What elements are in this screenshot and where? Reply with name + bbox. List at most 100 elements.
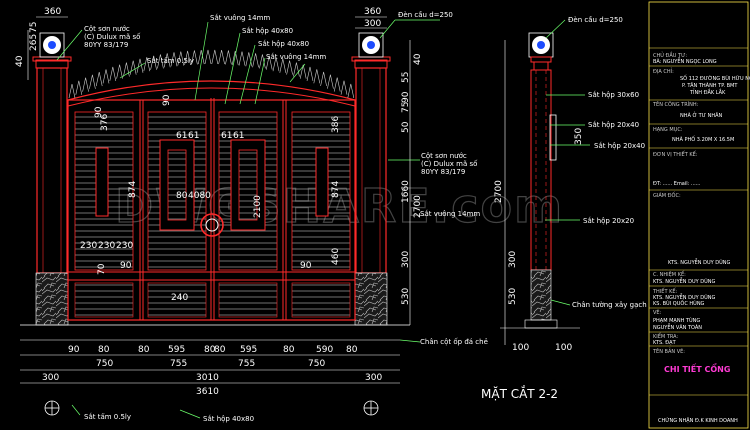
- svg-text:3610: 3610: [196, 387, 219, 397]
- svg-text:80: 80: [138, 345, 150, 355]
- svg-text:1660: 1660: [401, 180, 411, 203]
- svg-text:61: 61: [233, 131, 244, 141]
- svg-text:360: 360: [44, 7, 61, 17]
- spike: [313, 69, 321, 84]
- spike: [170, 52, 178, 67]
- callout-section-chan-tuong: Chân tường xây gạch thẻ: [572, 301, 660, 309]
- callout-sat-vuong-b: Sắt vuông 14mm: [266, 52, 326, 61]
- svg-text:75: 75: [29, 22, 39, 33]
- svg-text:90: 90: [401, 91, 411, 103]
- svg-text:KS. BÙI QUỐC HÙNG: KS. BÙI QUỐC HÙNG: [653, 299, 705, 307]
- svg-text:595: 595: [168, 345, 185, 355]
- callout-den-cau: Đèn cầu d=250: [398, 11, 453, 19]
- svg-text:300: 300: [401, 251, 411, 268]
- spike: [211, 49, 219, 64]
- svg-text:230: 230: [80, 241, 97, 251]
- spike: [136, 58, 144, 73]
- svg-text:KTS. NGUYỄN DUY DŨNG: KTS. NGUYỄN DUY DŨNG: [668, 258, 731, 266]
- callout-sat-hop-b: Sắt hộp 40x80: [258, 39, 309, 48]
- svg-text:PHẠM MẠNH TÙNG: PHẠM MẠNH TÙNG: [653, 317, 700, 324]
- svg-text:KTS. NGUYỄN DUY DŨNG: KTS. NGUYỄN DUY DŨNG: [653, 277, 716, 285]
- svg-text:4080: 4080: [188, 191, 211, 201]
- svg-text:80: 80: [204, 345, 216, 355]
- svg-text:HẠNG MỤC:: HẠNG MỤC:: [653, 127, 683, 133]
- spike: [82, 77, 89, 92]
- spike: [157, 54, 164, 69]
- svg-text:ĐT: ...... Email: ......: ĐT: ...... Email: ......: [653, 181, 701, 187]
- svg-text:61: 61: [221, 131, 232, 141]
- svg-text:NGUYỄN VĂN TOÀN: NGUYỄN VĂN TOÀN: [653, 323, 702, 331]
- callouts: Đèn cầu d=250 Cột sơn nước (C) Dulux mã …: [84, 11, 660, 423]
- svg-text:90: 90: [94, 106, 104, 118]
- svg-text:755: 755: [238, 359, 255, 369]
- svg-text:3010: 3010: [196, 373, 219, 383]
- svg-text:KTS. NGUYỄN DUY DŨNG: KTS. NGUYỄN DUY DŨNG: [653, 293, 716, 301]
- svg-text:386: 386: [331, 116, 341, 133]
- gate-body: [20, 49, 410, 326]
- svg-text:ĐỊA CHỈ:: ĐỊA CHỈ:: [653, 67, 674, 75]
- spike: [116, 64, 123, 79]
- spike: [95, 71, 103, 87]
- svg-text:BÀ: NGUYỄN NGỌC LONG: BÀ: NGUYỄN NGỌC LONG: [653, 57, 717, 65]
- callout-cot-son-nuoc-right: Cột sơn nước (C) Dulux mã số 80YY 83/179: [421, 152, 480, 176]
- spike: [333, 77, 341, 92]
- dimension-lines: [20, 16, 506, 384]
- svg-text:TÊN CÔNG TRÌNH:: TÊN CÔNG TRÌNH:: [652, 100, 699, 108]
- axis-bubbles: [44, 400, 379, 416]
- svg-text:80: 80: [176, 191, 188, 201]
- spike: [272, 57, 280, 72]
- svg-text:P. TÂN THÀNH TP. BMT: P. TÂN THÀNH TP. BMT: [682, 82, 738, 89]
- svg-text:2100: 2100: [253, 195, 263, 218]
- spike: [299, 64, 307, 79]
- svg-text:NHÀ PHỐ 3.20M X 16.5M: NHÀ PHỐ 3.20M X 16.5M: [672, 135, 734, 143]
- svg-text:874: 874: [331, 181, 341, 198]
- spike: [327, 74, 334, 89]
- svg-text:80: 80: [98, 345, 110, 355]
- spike: [340, 80, 348, 95]
- section-2-2: [500, 32, 580, 329]
- spike: [225, 50, 232, 65]
- svg-text:230: 230: [116, 241, 133, 251]
- callout-sat-hop-bottom: Sắt hộp 40x80: [203, 414, 254, 423]
- svg-text:300: 300: [42, 373, 59, 383]
- svg-text:100: 100: [512, 343, 529, 353]
- sheet-name: CHI TIẾT CỔNG: [664, 362, 730, 374]
- callout-sat-hop-a: Sắt hộp 40x80: [242, 26, 293, 35]
- callout-sat-tam-top: Sắt tấm 0.5ly: [147, 56, 194, 65]
- svg-text:300: 300: [365, 373, 382, 383]
- spike: [177, 51, 185, 66]
- svg-text:2700: 2700: [413, 195, 423, 218]
- svg-text:C. NHIỆM KẾ:: C. NHIỆM KẾ:: [653, 270, 686, 278]
- svg-text:75: 75: [401, 102, 411, 113]
- section-lamp-icon: [528, 32, 554, 58]
- svg-text:90: 90: [300, 261, 312, 271]
- svg-text:750: 750: [96, 359, 113, 369]
- svg-text:755: 755: [170, 359, 187, 369]
- callout-cot-son-nuoc: Cột sơn nước (C) Dulux mã số 80YY 83/179: [84, 25, 143, 49]
- dimension-texts: 360 360 300 40 265 75 90 61 61 61 61 376…: [15, 7, 584, 397]
- svg-text:80: 80: [214, 345, 226, 355]
- spike: [259, 54, 266, 69]
- svg-text:CHỨNG NHẬN Đ.K KINH DOANH: CHỨNG NHẬN Đ.K KINH DOANH: [658, 417, 738, 424]
- callout-section-sat-hop-30x60: Sắt hộp 30x60: [588, 90, 639, 99]
- spike: [191, 50, 198, 65]
- svg-text:240: 240: [171, 293, 188, 303]
- svg-text:90: 90: [68, 345, 80, 355]
- spike: [102, 69, 110, 84]
- svg-text:80: 80: [283, 345, 295, 355]
- callout-sat-tam-bottom: Sắt tấm 0.5ly: [84, 412, 131, 421]
- svg-text:874: 874: [128, 181, 138, 198]
- svg-text:55: 55: [401, 72, 411, 83]
- svg-text:2700: 2700: [494, 180, 504, 203]
- svg-text:GIÁM ĐỐC:: GIÁM ĐỐC:: [653, 191, 681, 199]
- section-title: MẶT CẮT 2-2: [481, 385, 558, 401]
- left-pillar: [32, 32, 72, 326]
- spike: [238, 51, 246, 66]
- svg-text:40: 40: [413, 53, 423, 65]
- svg-text:376: 376: [100, 114, 110, 131]
- spike: [218, 50, 225, 65]
- svg-text:50: 50: [401, 121, 411, 133]
- svg-text:300: 300: [508, 251, 518, 268]
- svg-text:ĐƠN VỊ THIẾT KẾ:: ĐƠN VỊ THIẾT KẾ:: [653, 150, 698, 158]
- callout-section-sat-hop-20x40-b: Sắt hộp 20x40: [594, 141, 645, 150]
